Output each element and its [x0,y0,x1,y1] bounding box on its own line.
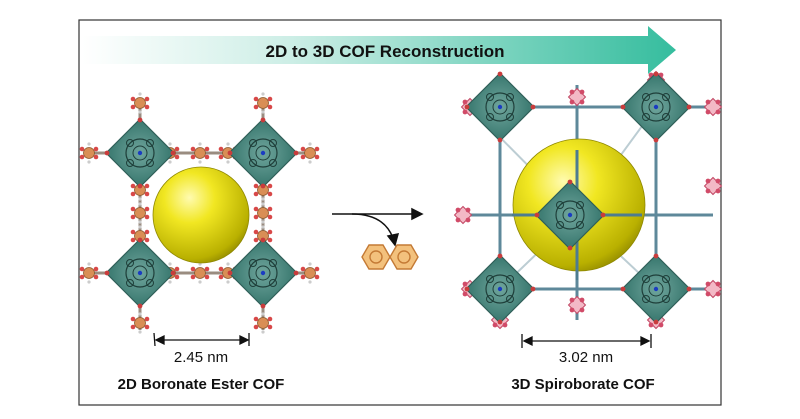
right-dimension-label: 3.02 nm [559,349,613,366]
left-dimension-marker [153,332,250,347]
reconstruction-banner-arrow [82,26,676,74]
left-caption: 2D Boronate Ester COF [118,376,285,393]
reaction-arrow [332,207,424,247]
left-2d-framework [79,91,320,335]
banner-title: 2D to 3D COF Reconstruction [266,42,505,61]
biphenyl-structure-icon [361,244,419,270]
figure-border [78,19,722,406]
left-pore-sphere [152,166,250,264]
right-caption: 3D Spiroborate COF [511,376,654,393]
right-dimension-marker [521,334,652,348]
right-center-node [512,150,642,280]
left-dimension-label: 2.45 nm [174,349,228,366]
